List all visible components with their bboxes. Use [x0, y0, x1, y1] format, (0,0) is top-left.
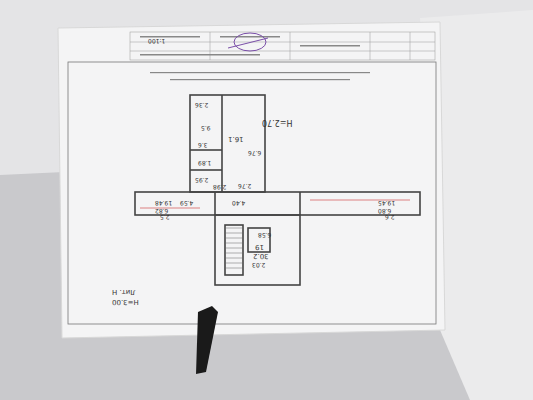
plan-label: 19.48 — [155, 200, 172, 206]
plan-label: 1.89 — [198, 160, 211, 166]
dimension-marks — [140, 200, 410, 208]
plan-label: 16.1 — [228, 135, 244, 142]
stair-step — [226, 263, 242, 264]
plan-label: 2.98 — [213, 184, 226, 190]
plan-label: 6.58 — [258, 232, 271, 238]
plan-label: 1:100 — [148, 38, 165, 44]
plan-label: 9.5 — [201, 125, 211, 131]
stairs — [226, 228, 242, 268]
stair-step — [226, 253, 242, 254]
stair-step — [226, 258, 242, 259]
plan-label: 4.59 — [180, 200, 193, 206]
title-text-strokes — [140, 36, 370, 80]
plan-label: 2.36 — [195, 102, 208, 108]
plan-label: 6.80 — [378, 208, 391, 214]
stair-step — [226, 243, 242, 244]
plan-label: 2.95 — [195, 177, 208, 183]
stair-step — [226, 233, 242, 234]
stair-step — [226, 238, 242, 239]
plan-label: 19 — [255, 243, 264, 250]
plan-label: 6.76 — [248, 150, 261, 156]
plan-label: 2.5 — [160, 214, 170, 220]
stair-step — [226, 248, 242, 249]
plan-label: 2.03 — [252, 262, 265, 268]
stamp — [228, 33, 268, 51]
plan-label: 2.76 — [238, 183, 251, 189]
plan-label: 2.6 — [385, 214, 395, 220]
plan-label: 6.82 — [155, 208, 168, 214]
title-block — [130, 32, 435, 60]
stair-step — [226, 268, 242, 269]
stair-step — [226, 228, 242, 229]
plan-label: 30.2 — [253, 252, 269, 259]
sheet-frame — [68, 62, 436, 324]
plan-label: Н=2.70 — [262, 118, 293, 126]
plan-label: 3.6 — [198, 142, 208, 148]
sheet — [58, 22, 445, 338]
plan-label: Лит. Н — [112, 288, 136, 295]
floor-plan — [135, 95, 420, 285]
plan-label: 19.45 — [378, 200, 395, 206]
plan-label: Н=3.00 — [112, 298, 139, 305]
plan-label: 4.40 — [232, 200, 245, 206]
pen — [196, 306, 218, 374]
